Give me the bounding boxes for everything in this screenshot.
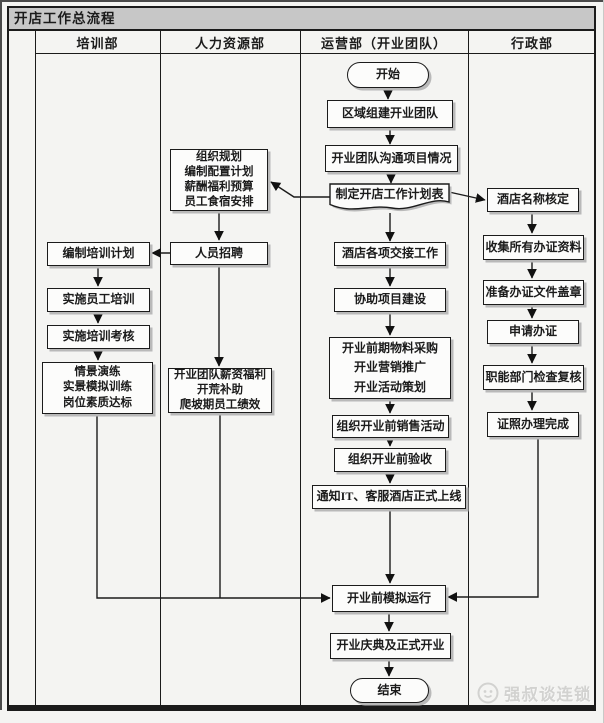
watermark-text: 强叔谈连锁	[504, 685, 592, 704]
node-prep-seal: 准备办证文件盖章	[483, 280, 584, 305]
lane-header-training: 培训部	[76, 35, 119, 51]
node-handover: 酒店各项交接工作	[334, 242, 446, 266]
node-training-plan: 编制培训计划	[47, 242, 150, 266]
node-recruit: 人员招聘	[170, 242, 268, 265]
node-plan-doc: 制定开店工作计划表	[335, 186, 444, 201]
node-start: 开始	[347, 62, 429, 88]
lane-divider-left-margin	[35, 31, 36, 711]
node-collect-docs: 收集所有办证资料	[483, 235, 584, 260]
node-hr-comp: 开业团队薪资福利 开荒补助 爬坡期员工绩效	[168, 368, 272, 413]
lane-divider-training-hr	[160, 31, 161, 711]
node-acceptance: 组织开业前验收	[334, 448, 446, 472]
node-notify-it: 通知IT、客服酒店正式上线	[312, 485, 466, 509]
lane-header-operations: 运营部（开业团队）	[320, 35, 447, 51]
lane-divider-ops-admin	[468, 31, 469, 711]
node-mock-run: 开业前模拟运行	[332, 585, 446, 612]
node-end: 结束	[350, 678, 429, 703]
node-apply-license: 申请办证	[487, 320, 579, 344]
lane-header-underline	[35, 53, 596, 54]
lane-divider-hr-ops	[300, 31, 301, 711]
node-assist-construction: 协助项目建设	[334, 288, 446, 312]
watermark-logo-icon	[477, 682, 499, 704]
node-license-done: 证照办理完成	[487, 412, 579, 437]
node-communicate: 开业团队沟通项目情况	[325, 145, 458, 172]
lane-header-hr: 人力资源部	[194, 35, 265, 51]
chart-title: 开店工作总流程	[9, 8, 594, 31]
node-ceremony: 开业庆典及正式开业	[330, 633, 451, 659]
node-staff-training: 实施员工培训	[47, 288, 150, 312]
node-pre-sales: 组织开业前销售活动	[332, 415, 449, 438]
node-name-check: 酒店名称核定	[487, 188, 579, 212]
watermark: 强叔谈连锁	[477, 680, 595, 706]
node-dept-review: 职能部门检查复核	[483, 365, 584, 390]
node-build-team: 区域组建开业团队	[327, 100, 453, 128]
node-pre-opening: 开业前期物料采购 开业营销推广 开业活动策划	[329, 337, 451, 399]
node-scenario: 情景演练 实景模拟训练 岗位素质达标	[42, 362, 153, 414]
lane-header-admin: 行政部	[510, 35, 553, 51]
page-top-edge	[0, 0, 604, 2]
node-hr-plan: 组织规划 编制配置计划 薪酬福利预算 员工食宿安排	[170, 149, 268, 211]
page-left-edge	[0, 0, 2, 710]
node-training-exam: 实施培训考核	[47, 325, 150, 349]
chart-outer-frame	[7, 6, 596, 711]
